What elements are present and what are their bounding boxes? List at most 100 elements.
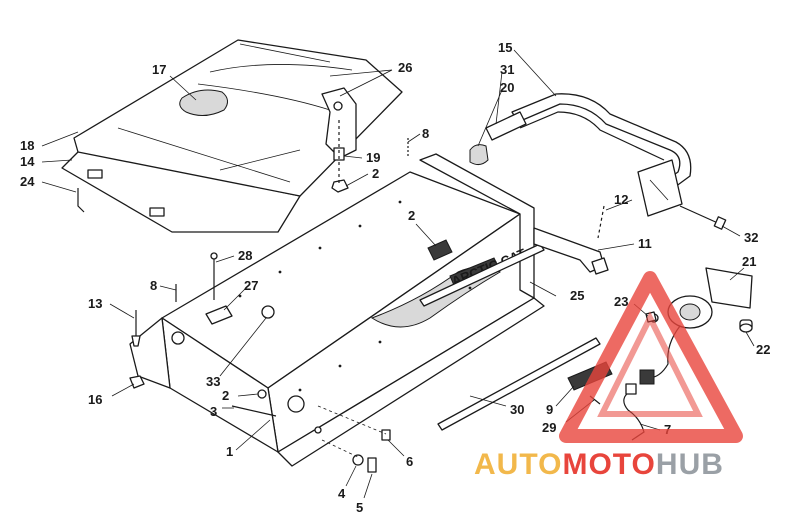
chassis-tunnel: ARCTIC CAT [129,153,601,467]
leader-2b [415,223,437,247]
callout-2-mid: 2 [408,208,415,223]
bolt-6-axis [317,405,387,435]
leader-33 [219,317,267,377]
callout-4: 4 [338,486,346,501]
seat-cushion-ridge [197,83,331,111]
leader-19 [343,155,363,159]
bumper-grip [485,111,527,141]
hardware [129,138,753,473]
watermark: AUTOMOTOHUB [474,271,743,481]
leader-16 [111,383,135,397]
leader-20 [477,89,503,147]
leader-8a [407,133,421,143]
watermark-auto: AUTOMOTOHUB [474,448,724,481]
rod-28-head [210,252,218,260]
tunnel-hole [287,395,305,413]
watermark-hub-part: HUB [656,448,724,481]
callout-21: 21 [742,254,756,269]
wiring-harness [623,389,645,441]
leader-6 [387,439,405,457]
leader-12 [605,199,633,211]
harness-plug [625,383,637,395]
callout-31: 31 [500,62,514,77]
seat-cushion-ridge [209,64,353,73]
leader-26b [329,69,393,77]
callout-20: 20 [500,80,514,95]
leader-2c [237,393,259,397]
callout-29: 29 [542,420,556,435]
leader-21 [729,267,745,281]
bolt-6 [381,429,391,441]
tunnel-riser [419,153,535,299]
taillight-housing [705,267,753,309]
callout-17: 17 [152,62,166,77]
callout-32: 32 [744,230,758,245]
callout-22: 22 [756,342,770,357]
leader-8b [159,285,177,291]
seat-cushion-ridge [117,127,291,183]
bolt-5-axis [321,439,361,459]
seat-cushion [73,39,403,197]
leader-17 [169,75,197,101]
leader-27 [223,287,247,311]
callout-25: 25 [570,288,584,303]
leader-28 [215,255,235,263]
tunnel-hole [314,426,322,434]
callout-9: 9 [546,402,553,417]
callout-1: 1 [226,444,233,459]
callout-6: 6 [406,454,413,469]
tunnel-lower-flange [277,297,545,467]
bumper-cap [469,144,489,166]
callout-12: 12 [614,192,628,207]
callout-33: 33 [206,374,220,389]
callout-14: 14 [20,154,35,169]
taillight-wire [647,325,681,379]
tunnel-hole [171,331,185,345]
bumper-bracket-tab [591,257,609,275]
tunnel-grommet-plate [427,239,453,261]
leader-26 [339,69,393,97]
washer-2 [257,389,267,399]
callout-labels: 17 26 18 14 24 19 2 8 15 31 20 12 32 11 … [20,40,770,515]
callout-8-upper: 8 [422,126,429,141]
leader-11 [597,243,635,251]
washer-4 [352,454,364,466]
seat-strap [77,188,85,213]
callout-28: 28 [238,248,252,263]
seat-cushion-ridge [239,43,331,63]
bumper-bolt [679,205,721,225]
callout-8-lower: 8 [150,278,157,293]
leader-30 [469,395,507,407]
leader-14 [41,159,73,163]
leader-13 [109,303,135,319]
leader-15 [513,49,557,97]
callout-23: 23 [614,294,628,309]
callout-27: 27 [244,278,258,293]
leader-1 [235,419,271,451]
leader-24 [41,181,77,193]
callout-13: 13 [88,296,102,311]
bolt-5 [367,457,377,473]
seat-base-plate [61,149,301,233]
callout-30: 30 [510,402,524,417]
latch-27 [205,305,233,325]
leader-18 [41,131,79,147]
callout-16: 16 [88,392,102,407]
taillight-socket [679,303,701,321]
tunnel-rivets [238,200,502,392]
leader-4 [345,465,357,487]
harness-connector [639,369,655,385]
leader-2a [345,173,369,187]
hinge-hole [333,101,343,111]
cap-22 [739,323,753,333]
bolt-3 [231,405,277,417]
callout-18: 18 [20,138,34,153]
bumper-slot-plate [637,159,683,217]
rear-bumper [469,93,727,275]
leader-22 [745,331,755,347]
watermark-triangle-icon [559,271,743,443]
seat-assembly [61,39,403,233]
bumper-lower-bracket [533,227,605,273]
watermark-auto-part: AUTO [474,448,562,481]
